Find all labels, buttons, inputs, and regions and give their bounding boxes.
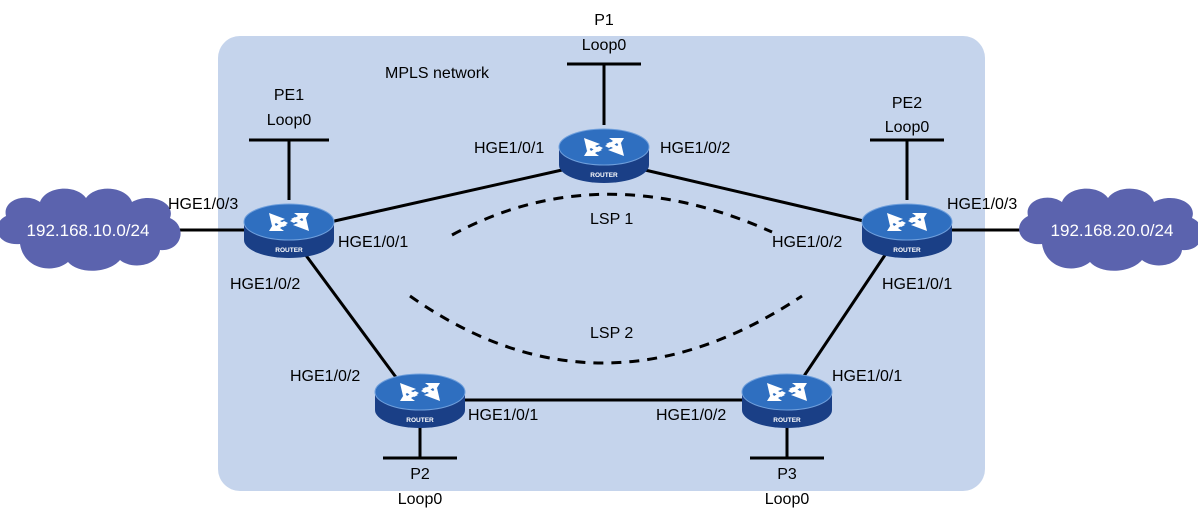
pe2-if-cloud: HGE1/0/3: [947, 196, 1017, 213]
lsp2-path: [409, 294, 803, 365]
link-p1-pe2: [644, 168, 869, 224]
loopback-stubs: [249, 62, 944, 460]
cloud-left-label: 192.168.10.0/24: [27, 221, 150, 240]
cloud-right-label: 192.168.20.0/24: [1051, 221, 1174, 240]
pe2-if-p1: HGE1/0/2: [772, 234, 842, 251]
p1-name: P1: [594, 12, 614, 29]
mpls-network-label: MPLS network: [385, 65, 490, 82]
p2-name: P2: [410, 466, 430, 483]
p3-if-pe2: HGE1/0/1: [832, 368, 902, 385]
router-p1-badge: ROUTER: [590, 172, 618, 179]
p2-loopback: Loop0: [398, 491, 443, 508]
pe2-loopback: Loop0: [885, 119, 930, 136]
pe2-if-p3: HGE1/0/1: [882, 276, 952, 293]
pe1-if-p2: HGE1/0/2: [230, 276, 300, 293]
link-pe2-p3: [798, 254, 887, 383]
p3-loopback: Loop0: [765, 491, 810, 508]
router-pe1: ROUTER: [243, 203, 335, 259]
p3-if-p2: HGE1/0/2: [656, 407, 726, 424]
lsp2-label: LSP 2: [590, 325, 633, 342]
p2-if-p3: HGE1/0/1: [468, 407, 538, 424]
links: [170, 168, 1030, 402]
router-p2-badge: ROUTER: [406, 417, 434, 424]
router-p3: ROUTER: [741, 373, 833, 429]
p2-if-pe1: HGE1/0/2: [290, 368, 360, 385]
link-pe1-p2: [300, 249, 400, 381]
router-p3-badge: ROUTER: [773, 417, 801, 424]
router-p1: ROUTER: [558, 128, 650, 184]
pe1-if-cloud: HGE1/0/3: [168, 196, 238, 213]
lsp1-label: LSP 1: [590, 211, 633, 228]
lsp1-path: [451, 192, 773, 237]
p1-loopback: Loop0: [582, 37, 627, 54]
p1-if-pe1: HGE1/0/1: [474, 140, 544, 157]
p3-name: P3: [777, 466, 797, 483]
router-pe2-badge: ROUTER: [893, 247, 921, 254]
pe2-name: PE2: [892, 95, 922, 112]
pe1-name: PE1: [274, 87, 304, 104]
mpls-network-area: [218, 36, 985, 491]
router-pe2: ROUTER: [861, 203, 953, 259]
pe1-loopback: Loop0: [267, 112, 312, 129]
router-p2: ROUTER: [374, 373, 466, 429]
router-pe1-badge: ROUTER: [275, 247, 303, 254]
pe1-if-p1: HGE1/0/1: [338, 234, 408, 251]
p1-if-pe2: HGE1/0/2: [660, 140, 730, 157]
link-pe1-p1: [329, 168, 563, 224]
